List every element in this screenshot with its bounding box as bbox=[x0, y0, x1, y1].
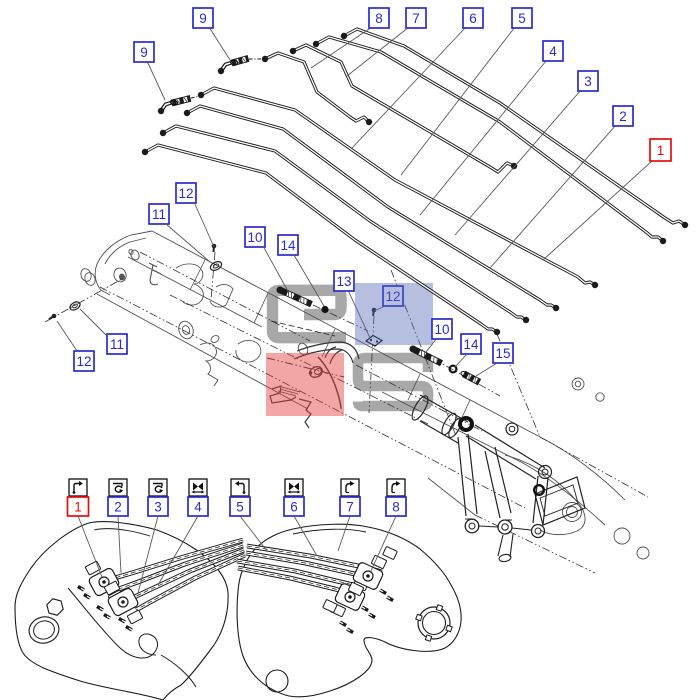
svg-text:1: 1 bbox=[74, 499, 82, 514]
svg-text:1: 1 bbox=[657, 143, 665, 158]
svg-text:6: 6 bbox=[469, 11, 477, 26]
svg-text:7: 7 bbox=[346, 499, 354, 514]
svg-text:3: 3 bbox=[584, 74, 592, 89]
svg-text:10: 10 bbox=[247, 230, 262, 245]
svg-text:9: 9 bbox=[199, 11, 207, 26]
svg-text:11: 11 bbox=[110, 337, 124, 352]
svg-text:12: 12 bbox=[76, 354, 91, 369]
svg-text:14: 14 bbox=[280, 238, 296, 253]
svg-text:14: 14 bbox=[463, 337, 479, 352]
svg-text:12: 12 bbox=[178, 186, 193, 201]
svg-text:4: 4 bbox=[194, 499, 202, 514]
svg-text:7: 7 bbox=[412, 11, 420, 26]
svg-text:5: 5 bbox=[518, 11, 526, 26]
svg-text:9: 9 bbox=[140, 45, 148, 60]
svg-text:2: 2 bbox=[114, 499, 122, 514]
svg-text:3: 3 bbox=[154, 499, 162, 514]
svg-text:13: 13 bbox=[336, 274, 351, 289]
svg-text:8: 8 bbox=[392, 499, 400, 514]
svg-text:11: 11 bbox=[152, 207, 166, 222]
svg-text:4: 4 bbox=[549, 44, 557, 59]
svg-text:6: 6 bbox=[290, 499, 298, 514]
svg-text:5: 5 bbox=[236, 499, 244, 514]
svg-text:8: 8 bbox=[375, 11, 383, 26]
svg-text:15: 15 bbox=[495, 346, 510, 361]
svg-text:2: 2 bbox=[619, 109, 627, 124]
svg-text:10: 10 bbox=[434, 322, 449, 337]
svg-text:12: 12 bbox=[385, 289, 400, 304]
